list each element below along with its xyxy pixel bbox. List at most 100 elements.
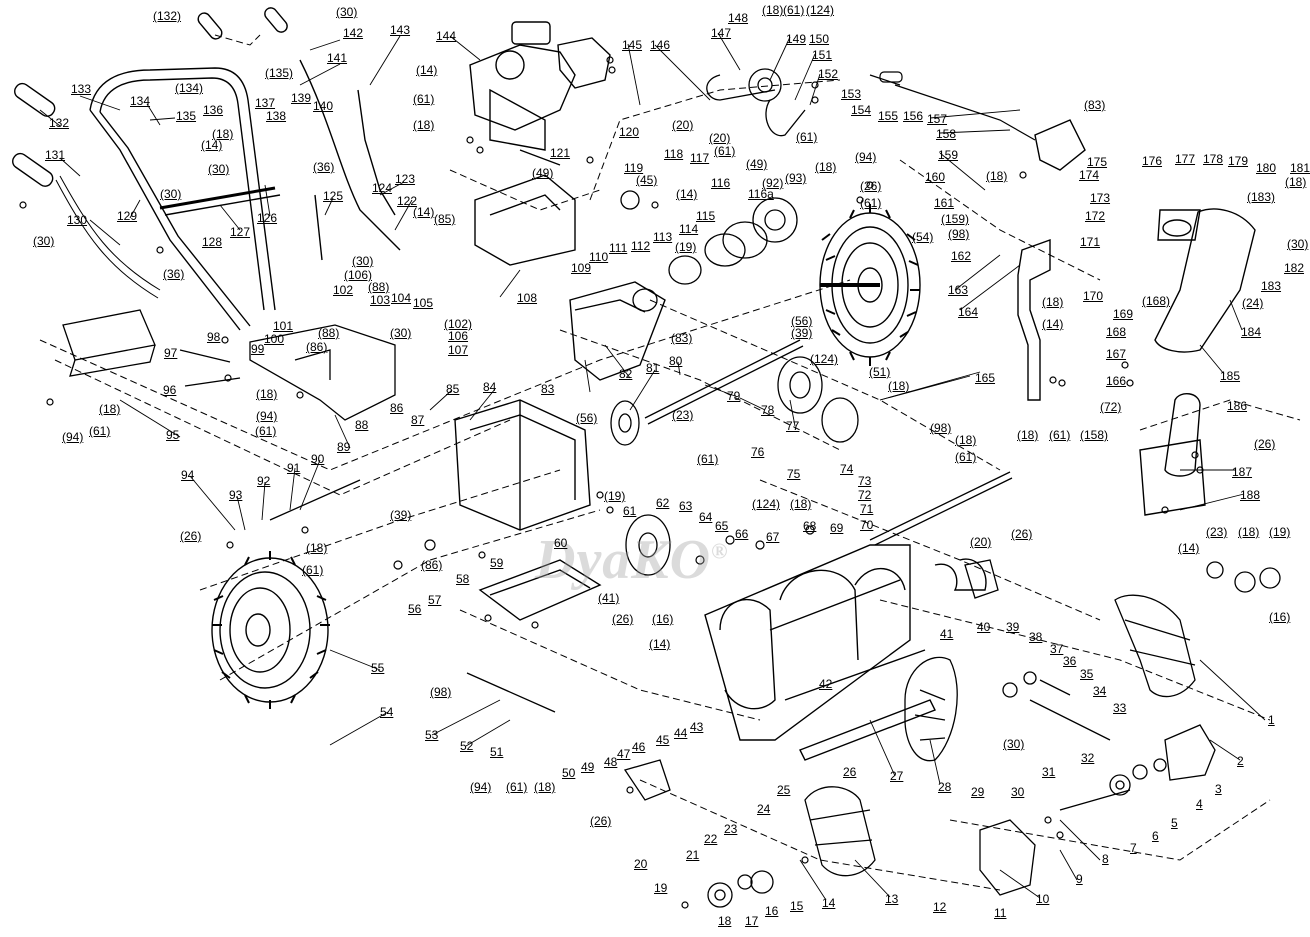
part-callout: (93) [785,171,807,185]
part-callout: 58 [456,572,470,586]
part-callout: (86) [306,340,328,354]
part-callout: (14) [649,637,671,651]
part-callout: 114 [679,222,699,236]
part-callout: 148 [728,11,749,25]
part-callout: (61) [302,563,324,577]
part-callout: 102 [333,283,354,297]
part-callout: 41 [940,627,954,641]
part-callout: (14) [1178,541,1200,555]
part-callout: 184 [1241,325,1262,339]
part-callout: 180 [1256,161,1277,175]
part-callout: (132) [153,9,182,23]
part-callout: (88) [368,280,390,294]
part-callout: 77 [786,419,800,433]
part-callout: (26) [860,179,882,193]
part-callout: (20) [709,131,731,145]
auger-housing [704,544,987,761]
fasteners [19,56,1204,909]
part-callout: (61) [860,196,882,210]
part-callout: (124) [752,497,781,511]
part-callout: (106) [344,268,373,282]
part-callout: 109 [571,261,592,275]
part-callout: (159) [941,212,970,226]
part-callout: 157 [927,112,948,126]
discharge-chute [1017,119,1256,516]
part-callout: (18) [815,160,837,174]
part-callout: 65 [715,519,729,533]
part-callout: (30) [336,5,358,19]
part-callout: 25 [777,783,791,797]
part-callout: (158) [1080,428,1109,442]
part-callout: (30) [1287,237,1309,251]
part-callout: (36) [313,160,335,174]
part-callout: 126 [257,211,278,225]
part-callout: 32 [1081,751,1095,765]
part-callout: 2 [1237,754,1244,768]
part-callout: 113 [653,230,673,244]
part-callout: 81 [646,361,660,375]
part-callout: (124) [806,3,835,17]
part-callout: 26 [843,765,857,779]
part-callout: 181 [1290,161,1310,175]
part-callout: 4 [1196,797,1203,811]
part-callout: 87 [411,413,425,427]
part-callout: 42 [819,677,833,691]
part-callout: (19) [1269,525,1291,539]
part-callout: 165 [975,371,996,385]
part-callout: 64 [699,510,713,524]
part-callout: (124) [810,352,839,366]
part-callout: (18) [986,169,1008,183]
part-callout: (61) [697,452,719,466]
part-callout: 47 [617,747,631,761]
part-callout: 44 [674,726,688,740]
part-callout: 31 [1042,765,1056,779]
part-callout: 75 [787,467,801,481]
part-callout: 146 [650,38,671,52]
part-callout: (14) [413,205,435,219]
part-callout: (134) [175,81,204,95]
part-callout: 84 [483,380,497,394]
part-callout: 88 [355,418,369,432]
part-callout: 18 [718,914,732,928]
wheel-left [211,557,329,703]
part-callout: 107 [448,343,469,357]
part-callout: 112 [631,239,651,253]
part-callout: 151 [812,48,833,62]
augers [804,594,1196,877]
part-callout: 188 [1240,488,1261,502]
part-callout: (30) [352,254,374,268]
part-callout: (18) [306,541,328,555]
part-callout: (61) [1049,428,1071,442]
part-callout: 150 [809,32,830,46]
part-callout: 15 [790,899,804,913]
part-callout: 172 [1085,209,1106,223]
part-callout: 121 [550,146,571,160]
part-callout: 130 [67,213,88,227]
skid-shoes [623,559,999,908]
part-callout: 78 [761,403,775,417]
shafts [269,339,1131,811]
part-callout: 116 [711,176,731,190]
part-callout: 104 [391,291,412,305]
part-callout: 36 [1063,654,1077,668]
part-callout: (61) [506,780,528,794]
part-callout: 70 [860,518,874,532]
part-callout: 156 [903,109,924,123]
part-callout: 56 [408,602,422,616]
part-callout: 103 [370,293,391,307]
part-callout: 50 [562,766,576,780]
part-callout: (19) [675,240,697,254]
part-callout: 98 [207,330,221,344]
part-callout: (20) [672,118,694,132]
part-callout: 135 [176,109,197,123]
part-callout: 67 [766,530,780,544]
part-callout: 128 [202,235,223,249]
part-callout: 161 [934,196,955,210]
chute-rod [869,71,1036,141]
part-callout: 169 [1113,307,1134,321]
engine [469,21,611,266]
part-callout: 6 [1152,829,1159,843]
control-panel [62,309,396,421]
part-callout: (83) [1084,98,1106,112]
part-callout: 176 [1142,154,1163,168]
